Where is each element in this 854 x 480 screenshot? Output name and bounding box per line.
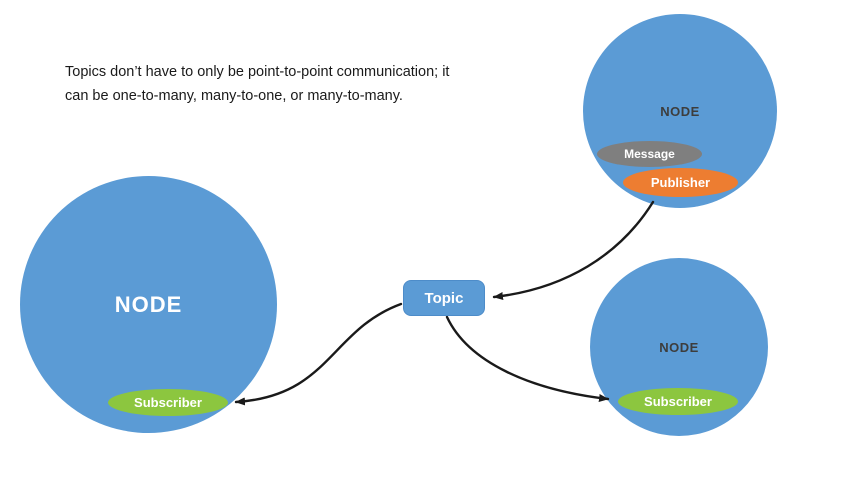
node-bottom-right-label: NODE — [659, 339, 699, 355]
caption-line-1: Topics don’t have to only be point-to-po… — [65, 64, 450, 80]
topic-box: Topic — [403, 280, 485, 316]
caption: Topics don’t have to only be point-to-po… — [65, 60, 505, 108]
subscriber-badge-left: Subscriber — [108, 389, 228, 416]
message-badge: Message — [597, 141, 702, 167]
caption-line-2: can be one-to-many, many-to-one, or many… — [65, 88, 403, 104]
publisher-badge: Publisher — [623, 168, 738, 197]
subscriber-badge-right: Subscriber — [618, 388, 738, 415]
node-left-label: NODE — [114, 291, 183, 317]
arrow-topic-to-right-subscriber — [445, 315, 610, 402]
node-top-right-label: NODE — [660, 103, 700, 119]
